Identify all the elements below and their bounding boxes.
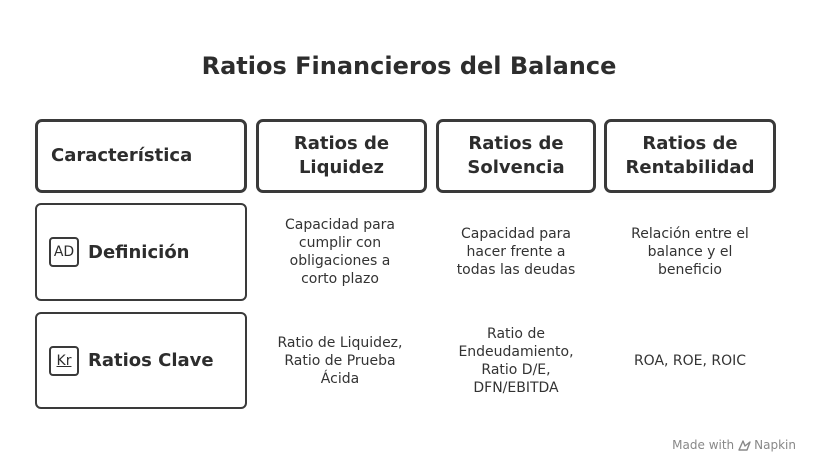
napkin-logo-icon xyxy=(738,439,751,451)
made-with-label: Made with xyxy=(672,438,735,452)
cell-clave-liquidez: Ratio de Liquidez, Ratio de Prueba Ácida xyxy=(277,334,403,387)
header-feature-label: Característica xyxy=(51,145,193,166)
key-ratio-icon-text: Kr xyxy=(56,352,72,369)
dictionary-icon: AD xyxy=(49,237,79,267)
header-liquidez: Ratios de Liquidez xyxy=(256,119,427,193)
napkin-watermark: Made with Napkin xyxy=(672,438,796,452)
header-solvencia: Ratios de Solvencia xyxy=(436,119,596,193)
page-title: Ratios Financieros del Balance xyxy=(201,52,617,80)
cell-definicion-rentabilidad: Relación entre el balance y el beneficio xyxy=(631,226,749,278)
header-rentabilidad-label: Ratios de Rentabilidad xyxy=(625,133,755,178)
header-solvencia-label: Ratios de Solvencia xyxy=(467,133,565,178)
cell-definicion-liquidez: Capacidad para cumplir con obligaciones … xyxy=(284,217,395,287)
cell-definicion-solvencia: Capacidad para hacer frente a todas las … xyxy=(456,226,576,278)
napkin-brand-label: Napkin xyxy=(754,438,796,452)
key-ratio-icon: Kr xyxy=(49,345,79,376)
row-ratios-clave-label: Ratios Clave xyxy=(88,350,214,371)
row-ratios-clave: Kr Ratios Clave xyxy=(35,312,247,409)
header-rentabilidad: Ratios de Rentabilidad xyxy=(604,119,776,193)
row-definicion-label: Definición xyxy=(88,241,190,263)
cell-clave-rentabilidad: ROA, ROE, ROIC xyxy=(633,352,747,369)
cell-clave-solvencia: Ratio de Endeudamiento, Ratio D/E, DFN/E… xyxy=(458,325,574,396)
header-liquidez-label: Ratios de Liquidez xyxy=(293,133,390,178)
header-feature: Característica xyxy=(35,119,247,193)
row-definicion: AD Definición xyxy=(35,203,247,301)
